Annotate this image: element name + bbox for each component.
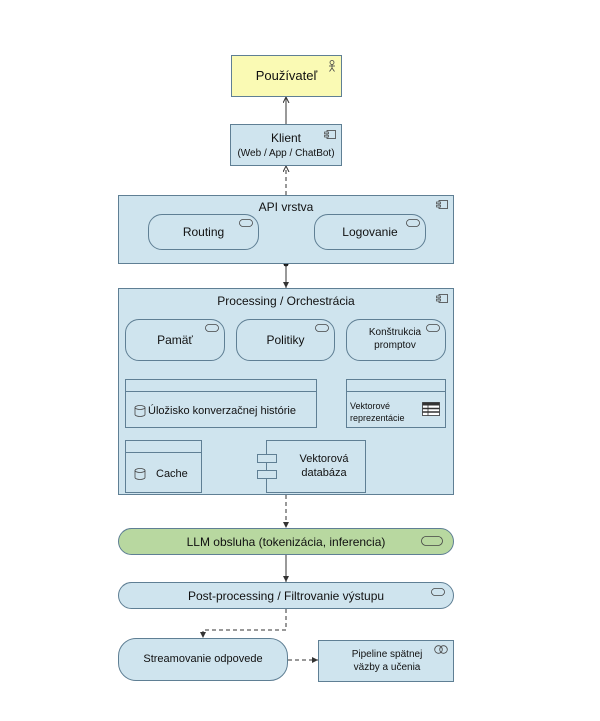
table-icon: [422, 402, 440, 416]
service-icon: [431, 588, 445, 596]
component-port-2: [257, 470, 277, 479]
user-node[interactable]: Používateľ: [231, 55, 342, 97]
service-konstrukcia-label: Konštrukcia promptov: [368, 327, 422, 351]
component-icon: [436, 294, 448, 303]
streaming-label: Streamovanie odpovede: [143, 653, 263, 665]
vector-db-label: Vektorová databáza: [299, 453, 349, 479]
cache-node[interactable]: Cache: [125, 440, 202, 493]
user-label: Používateľ: [255, 68, 318, 83]
client-subtitle: (Web / App / ChatBot): [237, 148, 335, 159]
client-node[interactable]: Klient (Web / App / ChatBot): [230, 124, 342, 166]
postprocessing-label: Post-processing / Filtrovanie výstupu: [187, 589, 385, 603]
component-icon: [324, 130, 336, 139]
service-routing[interactable]: Routing: [148, 214, 259, 250]
cache-label: Cache: [156, 468, 188, 480]
llm-label: LLM obsluha (tokenizácia, inferencia): [186, 535, 386, 549]
postprocessing-node[interactable]: Post-processing / Filtrovanie výstupu: [118, 582, 454, 609]
vector-db-node[interactable]: Vektorová databáza: [257, 440, 366, 493]
history-store-node[interactable]: Úložisko konverzačnej histórie: [125, 379, 317, 428]
processing-title: Processing / Orchestrácia: [217, 294, 355, 308]
history-store-label: Úložisko konverzačnej histórie: [148, 405, 296, 417]
feedback-label: Pipeline spätnej väzby a učenia: [351, 649, 423, 673]
service-icon: [406, 219, 420, 227]
database-icon: [134, 468, 146, 480]
service-icon: [205, 324, 219, 332]
api-layer-title: API vrstva: [258, 200, 314, 214]
interaction-icon: [434, 645, 448, 654]
service-politiky[interactable]: Politiky: [236, 319, 335, 361]
component-icon: [436, 200, 448, 209]
llm-node[interactable]: LLM obsluha (tokenizácia, inferencia): [118, 528, 454, 555]
service-icon: [315, 324, 329, 332]
feedback-node[interactable]: Pipeline spätnej väzby a učenia: [318, 640, 454, 682]
vectors-node[interactable]: Vektorové reprezentácie: [346, 379, 446, 428]
service-logovanie-label: Logovanie: [342, 225, 398, 239]
component-port-1: [257, 454, 277, 463]
service-icon: [239, 219, 253, 227]
service-routing-label: Routing: [182, 225, 225, 239]
client-title: Klient: [270, 131, 302, 145]
service-pamat-label: Pamäť: [157, 333, 193, 347]
service-logovanie[interactable]: Logovanie: [314, 214, 426, 250]
service-icon: [421, 536, 443, 546]
edge-post-streaming: [200, 609, 287, 638]
streaming-node[interactable]: Streamovanie odpovede: [118, 638, 288, 681]
service-pamat[interactable]: Pamäť: [125, 319, 225, 361]
database-icon: [134, 405, 146, 417]
service-politiky-label: Politiky: [266, 333, 305, 347]
service-konstrukcia-promptov[interactable]: Konštrukcia promptov: [346, 319, 446, 361]
vectors-label: Vektorové reprezentácie: [350, 401, 405, 423]
actor-icon: [329, 60, 335, 72]
service-icon: [426, 324, 440, 332]
